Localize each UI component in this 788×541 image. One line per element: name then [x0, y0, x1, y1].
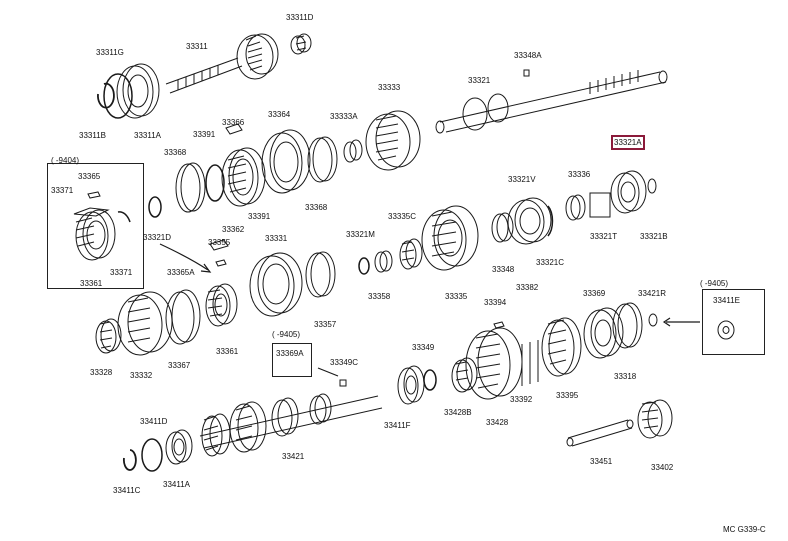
label-33336: 33336: [568, 170, 591, 179]
label-33349C: 33349C: [330, 358, 359, 367]
label-33365A: 33365A: [167, 268, 195, 277]
label-33391-upper: 33391: [193, 130, 216, 139]
label-33428B: 33428B: [444, 408, 472, 417]
label-33321C: 33321C: [536, 258, 565, 267]
label-33361-box: 33361: [80, 279, 103, 288]
label-33365: 33365: [78, 172, 101, 181]
label-33333A: 33333A: [330, 112, 358, 121]
label-33348: 33348: [492, 265, 515, 274]
upper-synchro-group: [175, 110, 421, 213]
label-9405-right: ( -9405): [700, 279, 729, 288]
label-9404: ( -9404): [51, 156, 80, 165]
label-33331: 33331: [265, 234, 288, 243]
label-33369: 33369: [583, 289, 606, 298]
label-33395: 33395: [556, 391, 579, 400]
label-33328: 33328: [90, 368, 113, 377]
label-33311G: 33311G: [96, 48, 124, 57]
label-33357: 33357: [314, 320, 337, 329]
pointer-arrow-1: [159, 243, 209, 271]
label-9405-mid: ( -9405): [272, 330, 301, 339]
label-33382: 33382: [516, 283, 539, 292]
label-33358: 33358: [368, 292, 391, 301]
box-variant-9405-right: [702, 289, 765, 355]
label-33366: 33366: [222, 118, 245, 127]
label-33321T: 33321T: [590, 232, 618, 241]
input-shaft-group: [97, 33, 312, 119]
label-33411C: 33411C: [113, 486, 141, 495]
box-variant-9404: [47, 163, 144, 289]
label-33421R: 33421R: [638, 289, 667, 298]
lower-right-gears: [339, 302, 658, 405]
label-33311B: 33311B: [79, 131, 106, 140]
pointer-arrow-3: [317, 367, 339, 377]
label-33332: 33332: [130, 371, 153, 380]
label-33411F: 33411F: [384, 421, 411, 430]
label-33367: 33367: [168, 361, 191, 370]
label-33394: 33394: [484, 298, 507, 307]
label-33411A: 33411A: [163, 480, 190, 489]
label-33335: 33335: [445, 292, 468, 301]
counter-shaft: [122, 393, 383, 472]
label-33428: 33428: [486, 418, 509, 427]
main-shaft: [435, 69, 668, 134]
box-9404-parts: [73, 191, 131, 261]
box-variant-9405-mid: [272, 343, 312, 377]
label-33362: 33362: [222, 225, 245, 234]
label-33321A-highlighted: 33321A: [611, 135, 645, 150]
label-33361: 33361: [216, 347, 239, 356]
middle-left-gears: [95, 196, 336, 356]
label-33321M: 33321M: [346, 230, 375, 239]
label-33421: 33421: [282, 452, 305, 461]
label-33321V: 33321V: [508, 175, 536, 184]
label-33355: 33355: [208, 238, 231, 247]
label-33411D: 33411D: [140, 417, 168, 426]
label-33311D: 33311D: [286, 13, 314, 22]
label-33402: 33402: [651, 463, 674, 472]
label-33368-lower: 33368: [305, 203, 328, 212]
label-33318: 33318: [614, 372, 637, 381]
label-33349: 33349: [412, 343, 435, 352]
label-33392: 33392: [510, 395, 533, 404]
label-33411E: 33411E: [713, 296, 740, 305]
label-33311: 33311: [186, 42, 208, 51]
label-33371-box: 33371: [51, 186, 74, 195]
label-33368-upper: 33368: [164, 148, 187, 157]
label-33311A: 33311A: [134, 131, 161, 140]
label-33451: 33451: [590, 457, 613, 466]
label-33333: 33333: [378, 83, 401, 92]
label-33348A: 33348A: [514, 51, 542, 60]
label-33321D: 33321D: [143, 233, 172, 242]
label-33371-box-lower: 33371: [110, 268, 133, 277]
label-33321: 33321: [468, 76, 491, 85]
label-33335C: 33335C: [388, 212, 417, 221]
diagram-code: MC G339-C: [723, 525, 766, 534]
label-33391-lower: 33391: [248, 212, 271, 221]
reverse-idler-group: [566, 399, 673, 447]
middle-right-gears: [358, 170, 657, 275]
label-33364: 33364: [268, 110, 291, 119]
label-33369A: 33369A: [276, 349, 304, 358]
label-33321B: 33321B: [640, 232, 668, 241]
